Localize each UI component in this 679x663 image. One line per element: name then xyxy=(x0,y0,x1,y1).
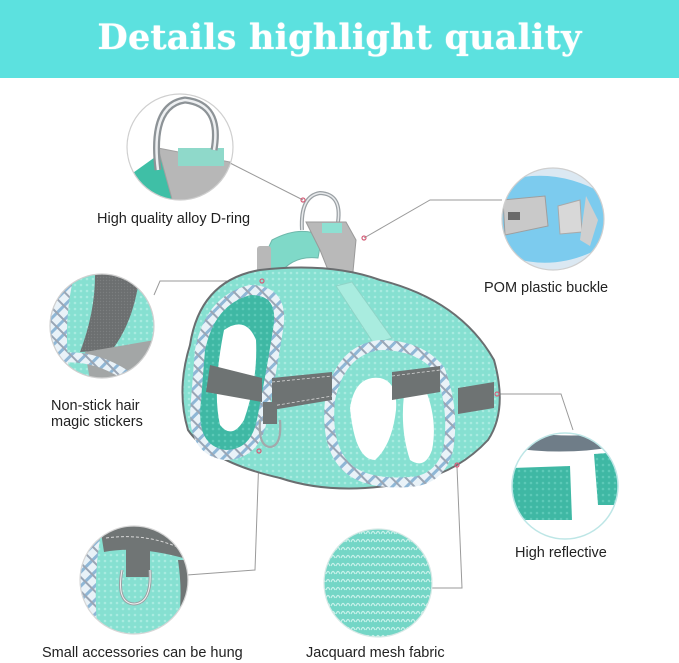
label-stickers-line1: Non-stick hair xyxy=(51,398,140,414)
reflective-closeup xyxy=(511,432,619,540)
header-banner: Details highlight quality xyxy=(0,0,679,78)
banner-title: Details highlight quality xyxy=(97,16,582,58)
d-ring-closeup xyxy=(126,93,234,201)
label-stickers-line2: magic stickers xyxy=(51,414,143,430)
harness-illustration xyxy=(49,93,619,638)
label-reflective: High reflective xyxy=(515,545,607,561)
label-d-ring: High quality alloy D-ring xyxy=(97,211,251,227)
buckle-closeup xyxy=(501,167,605,271)
small-d-ring-closeup xyxy=(79,525,189,635)
velcro-closeup xyxy=(49,273,155,379)
label-buckle: POM plastic buckle xyxy=(484,280,609,296)
mesh-closeup xyxy=(323,528,433,638)
label-mesh: Jacquard mesh fabric xyxy=(306,645,445,661)
label-accessories: Small accessories can be hung xyxy=(42,645,243,661)
product-detail-area: High quality alloy D-ring POM plastic bu… xyxy=(0,78,679,663)
harness xyxy=(181,190,501,490)
